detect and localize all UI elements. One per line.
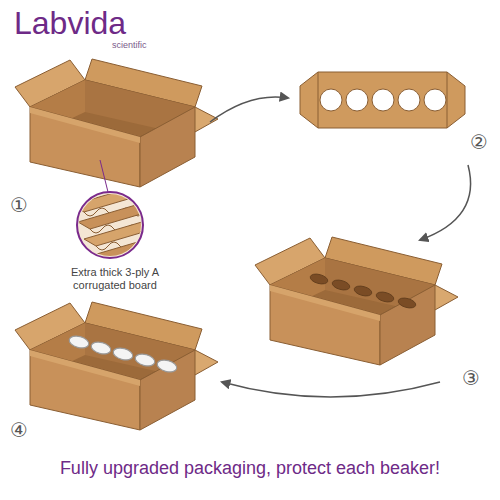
caption: Fully upgraded packaging, protect each b… — [0, 458, 500, 480]
callout-number: ② — [470, 130, 488, 154]
callout-number: ① — [10, 193, 28, 217]
brand-logo: Labvida — [14, 4, 126, 42]
callout-number: ④ — [10, 418, 28, 442]
callout-number: ③ — [462, 366, 480, 390]
callout-note: Extra thick 3-ply A corrugated board — [50, 266, 180, 292]
brand-subtitle: scientific — [112, 40, 147, 51]
